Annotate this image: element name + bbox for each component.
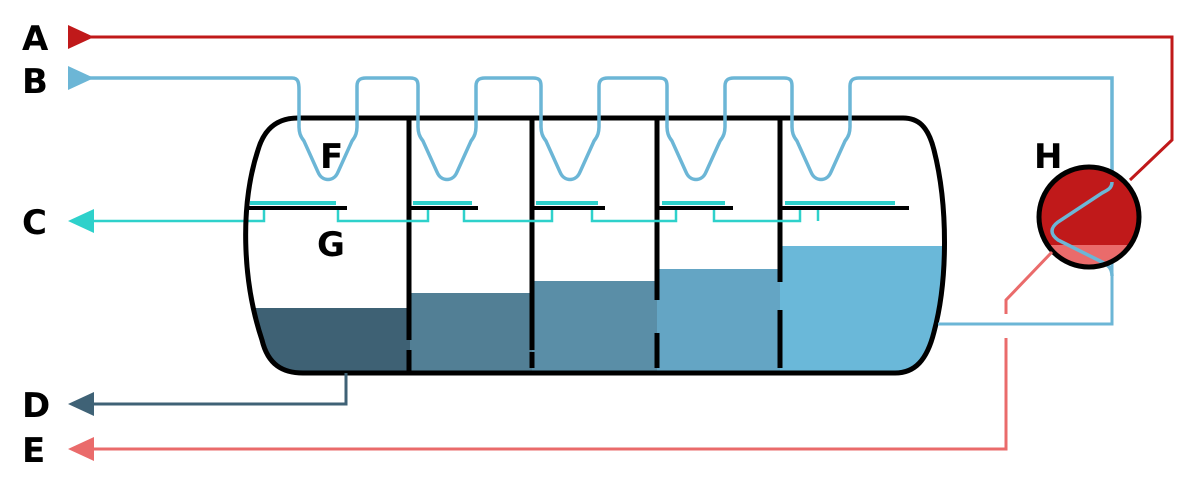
condensate-line	[1004, 250, 1054, 314]
stage-partitions	[406, 120, 783, 372]
distillate-arrow	[68, 209, 94, 233]
tray-3	[533, 201, 605, 210]
tray-4	[658, 201, 733, 210]
brine-heater	[1036, 164, 1142, 277]
tray-2	[410, 201, 478, 210]
label-a: A	[22, 19, 49, 59]
stage-3-brine	[532, 281, 657, 373]
brine-recycle-line	[938, 262, 1114, 326]
stage-2-brine	[410, 293, 532, 373]
steam-arrow	[68, 25, 94, 49]
label-b: B	[22, 62, 48, 102]
heater-shell	[1036, 164, 1142, 270]
stage-liquids	[245, 246, 945, 373]
label-d: D	[22, 386, 50, 426]
condensate-return-line	[88, 338, 1008, 451]
label-g: G	[317, 225, 345, 265]
distillate-line	[88, 210, 820, 223]
label-h: H	[1034, 137, 1062, 177]
label-e: E	[22, 431, 45, 471]
stage-1-brine	[245, 308, 410, 373]
feed-water-line	[88, 76, 1114, 182]
brine-arrow	[68, 392, 94, 416]
heater-coil	[1050, 181, 1114, 277]
tray-1	[247, 201, 347, 210]
vessel-outline	[243, 115, 947, 376]
stage-5-brine	[780, 246, 945, 373]
distillate-trays	[247, 201, 909, 210]
label-f: F	[320, 137, 343, 177]
brine-line	[88, 373, 348, 406]
stage-4-brine	[657, 269, 780, 373]
feed-water-arrow	[68, 66, 94, 90]
tray-5	[781, 201, 909, 210]
condensate-arrow	[68, 437, 94, 461]
steam-line	[90, 35, 1174, 182]
label-c: C	[22, 203, 47, 243]
